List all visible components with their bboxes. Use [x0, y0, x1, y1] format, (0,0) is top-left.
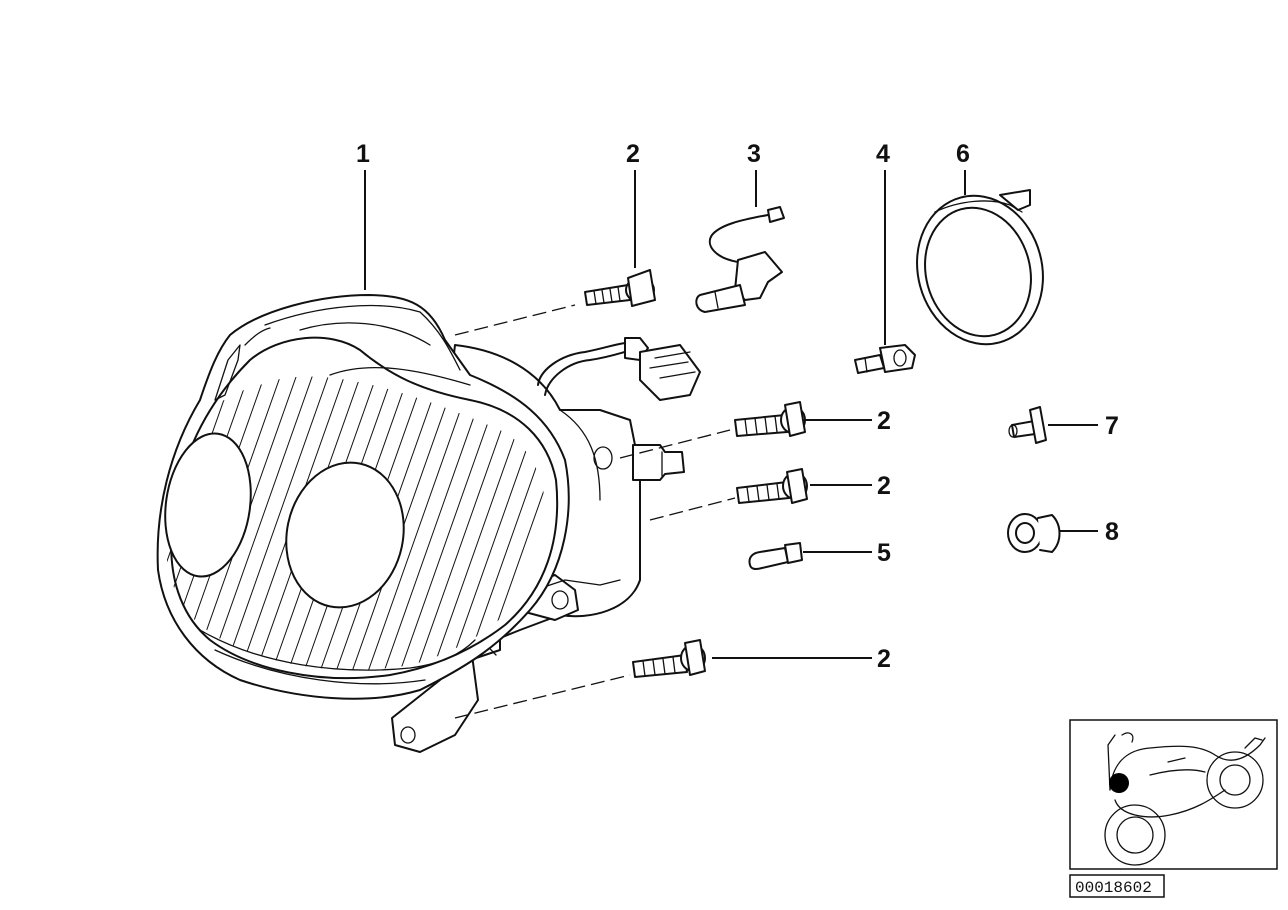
- screw-part-2-bottom: [632, 639, 706, 678]
- callout-2-bottom: 2: [877, 645, 891, 673]
- callout-8: 8: [1105, 518, 1119, 546]
- diagram-code: 00018602: [1075, 879, 1152, 897]
- callout-2-top: 2: [626, 140, 640, 168]
- callout-2-mid2: 2: [877, 472, 891, 500]
- leader-lines: [364, 170, 1098, 659]
- ring-part-6: [916, 189, 1044, 346]
- callout-3: 3: [747, 140, 761, 168]
- diagram-code-box: 00018602: [1069, 874, 1165, 898]
- callout-6: 6: [956, 140, 970, 168]
- callout-labels: 1 2 3 4 6 2 7 2 8 5 2: [356, 140, 1119, 673]
- callout-1: 1: [356, 140, 370, 168]
- thumbnail-frame: [1069, 719, 1278, 870]
- screw-part-2-mid2: [736, 468, 808, 504]
- motorcycle-sketch: [1104, 732, 1266, 866]
- bulb-part-5: [748, 542, 803, 570]
- screw-part-2-top: [584, 269, 656, 307]
- grommet-part-8: [1007, 513, 1061, 553]
- callout-4: 4: [876, 140, 890, 168]
- headlight-harness: [537, 337, 701, 401]
- callout-7: 7: [1105, 412, 1119, 440]
- headlight-assembly: [156, 294, 685, 753]
- dash-line-mid2: [649, 497, 736, 521]
- dash-line-top-screw: [454, 304, 576, 336]
- callout-5: 5: [877, 539, 891, 567]
- pin-part-7: [1008, 406, 1047, 444]
- dash-line-bottom: [454, 674, 631, 719]
- locator-thumbnail: [1069, 719, 1278, 870]
- screw-part-2-mid1: [734, 401, 806, 437]
- headlight-location-marker: [1109, 773, 1129, 793]
- bulb-part-4: [854, 344, 916, 374]
- bulb-part-3: [695, 206, 785, 313]
- callout-2-mid1: 2: [877, 407, 891, 435]
